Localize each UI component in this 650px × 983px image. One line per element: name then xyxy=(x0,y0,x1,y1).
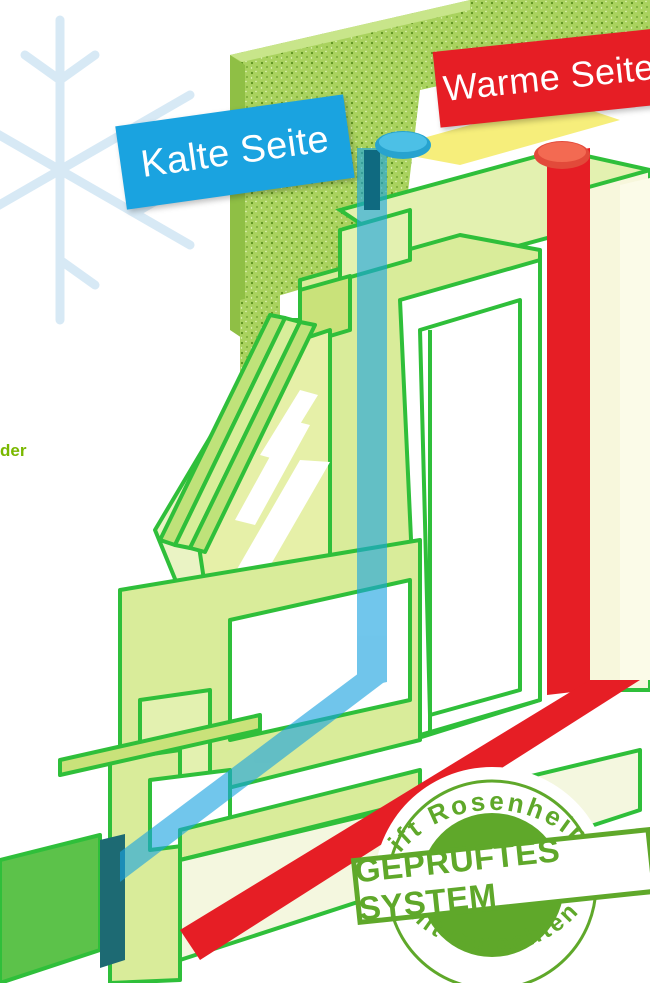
partial-caption-text: der xyxy=(0,441,26,461)
